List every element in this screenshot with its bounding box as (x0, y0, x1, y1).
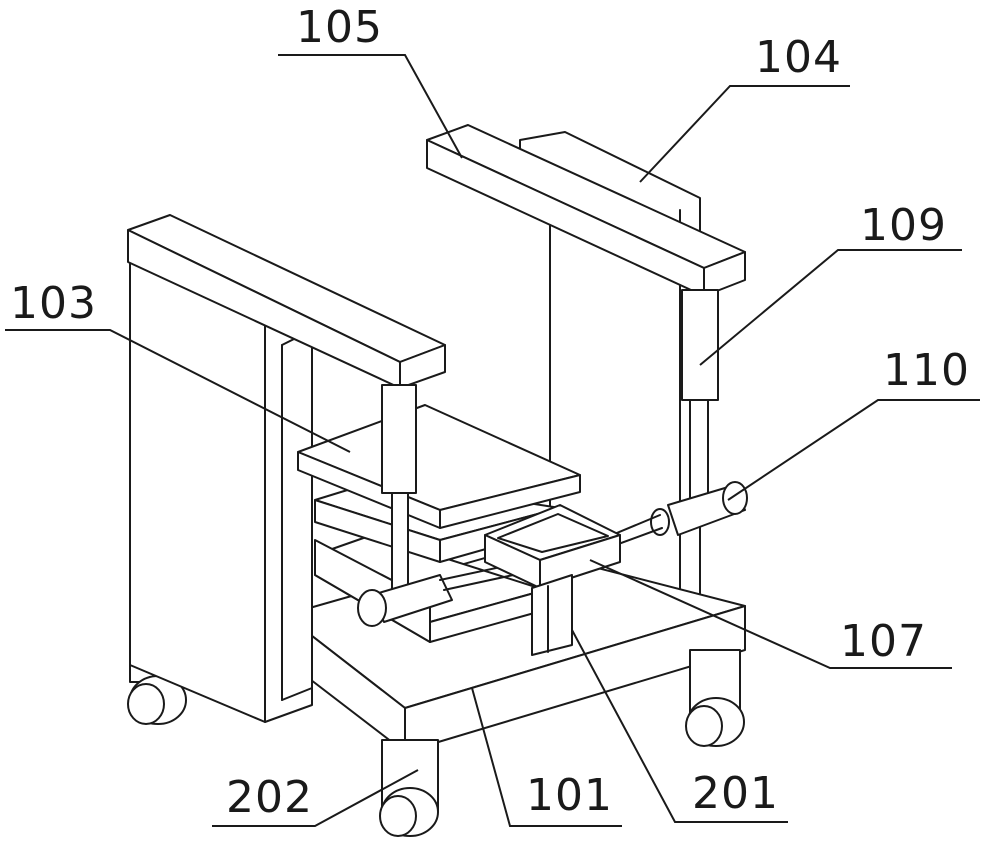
label-105: 105 (296, 2, 383, 53)
support-post (532, 575, 572, 655)
label-110: 110 (883, 345, 970, 396)
label-104: 104 (755, 32, 842, 83)
caster-wheel-front (380, 740, 438, 836)
label-201: 201 (692, 768, 779, 819)
label-103: 103 (10, 278, 97, 329)
label-202: 202 (226, 772, 313, 823)
label-101: 101 (526, 770, 613, 821)
caster-wheel-right (686, 650, 744, 746)
label-107: 107 (840, 616, 927, 667)
label-109: 109 (860, 200, 947, 251)
